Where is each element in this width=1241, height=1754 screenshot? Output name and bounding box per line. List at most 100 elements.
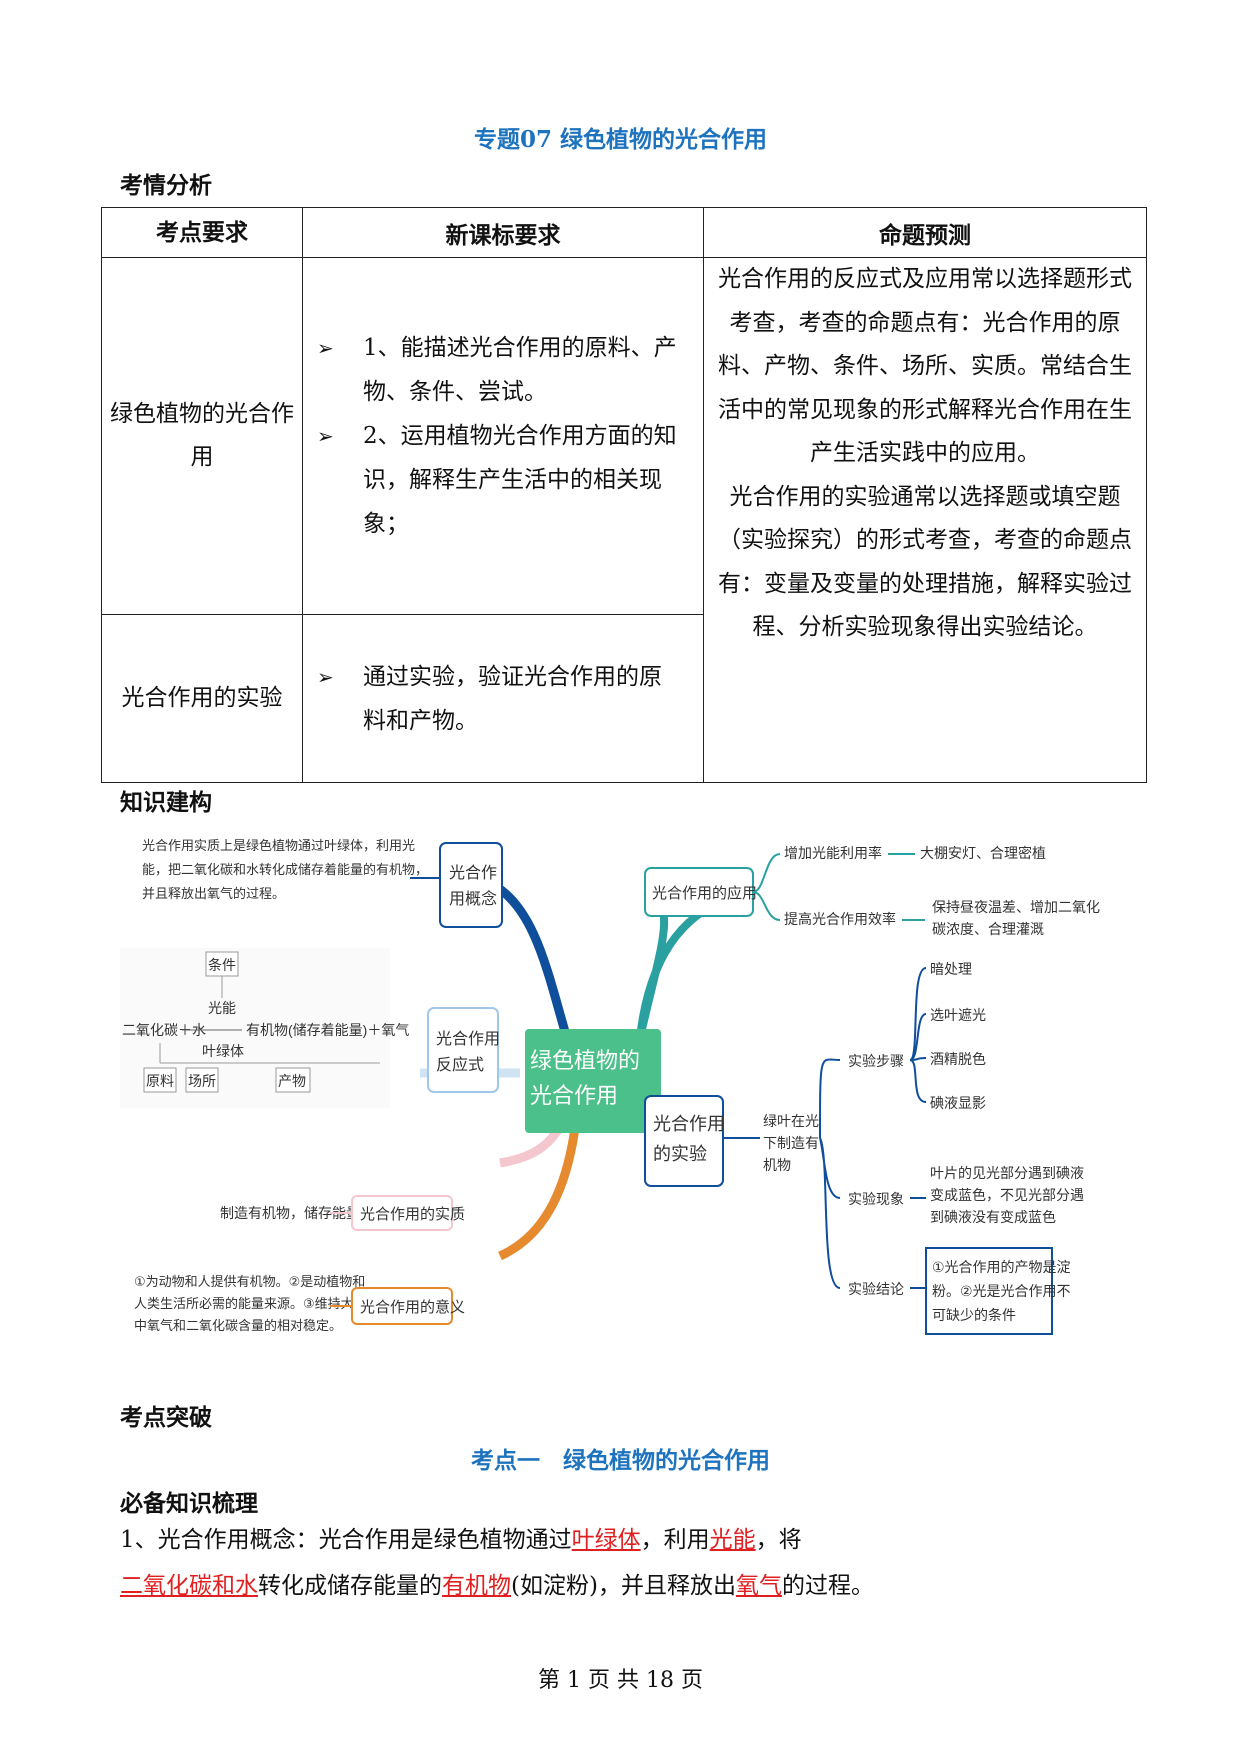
formula-box bbox=[275, 1067, 311, 1093]
step-item: 碘液显影 bbox=[930, 1095, 986, 1111]
steps-label: 实验步骤 bbox=[848, 1053, 904, 1069]
formula-chloroplast: 叶绿体 bbox=[202, 1043, 244, 1059]
formula-box bbox=[143, 1067, 177, 1093]
step-item: 酒精脱色 bbox=[930, 1051, 986, 1067]
formula-left: 二氧化碳＋水 bbox=[122, 1022, 206, 1038]
meaning-text: 人类生活所必需的能量来源。③维持大气 bbox=[134, 1296, 367, 1311]
connector bbox=[819, 1058, 841, 1289]
requirement-text: 1、能描述光合作用的原料、产物、条件、尝试。 bbox=[363, 335, 677, 405]
conclusion-box bbox=[925, 1247, 1053, 1335]
application-detail: 保持昼夜温差、增加二氧化 bbox=[932, 899, 1100, 915]
formula-box bbox=[205, 951, 239, 977]
formula-label: 光合作用 bbox=[436, 1030, 500, 1048]
requirement-text: 通过实验，验证光合作用的原料和产物。 bbox=[363, 663, 662, 734]
concept-text: 并且释放出氧气的过程。 bbox=[142, 886, 285, 901]
list-item: ➢ 2、运用植物光合作用方面的知识，解释生产生活中的相关现象； bbox=[317, 414, 683, 546]
application-detail: 碳浓度、合理灌溉 bbox=[932, 921, 1044, 937]
application-item: 提高光合作用效率 bbox=[784, 911, 896, 927]
formula-label: 反应式 bbox=[436, 1055, 484, 1074]
formula-condition: 条件 bbox=[208, 957, 236, 973]
section-heading-knowledge: 知识建构 bbox=[120, 789, 212, 816]
experiment-node bbox=[644, 1095, 724, 1187]
paragraph-text: 的过程。 bbox=[781, 1573, 874, 1599]
conclusion-label: 实验结论 bbox=[848, 1281, 904, 1297]
center-node bbox=[525, 1029, 661, 1133]
table-cell-prediction: 光合作用的反应式及应用常以选择题形式考查，考查的命题点有：光合作用的原料、产物、… bbox=[703, 257, 1147, 783]
phenomenon-text: 叶片的见光部分遇到碘液 bbox=[930, 1165, 1084, 1181]
experiment-name: 下制造有 bbox=[763, 1135, 819, 1151]
paragraph-text: ，利用 bbox=[640, 1527, 710, 1553]
key-term: 叶绿体 bbox=[571, 1527, 641, 1553]
paragraph-text: (如淀粉)，并且释放出 bbox=[511, 1573, 736, 1599]
table-header-row: 考点要求 新课标要求 命题预测 bbox=[101, 207, 1147, 258]
requirement-text: 2、运用植物光合作用方面的知识，解释生产生活中的相关现象； bbox=[363, 423, 677, 537]
paragraph-text: ，将 bbox=[755, 1527, 802, 1553]
application-item: 增加光能利用率 bbox=[784, 845, 882, 861]
center-label: 光合作用 bbox=[530, 1083, 618, 1108]
meaning-text: ①为动物和人提供有机物。②是动植物和 bbox=[134, 1274, 365, 1289]
conclusion-text: ①光合作用的产物是淀 bbox=[932, 1259, 1071, 1275]
meaning-label: 光合作用的意义 bbox=[360, 1298, 465, 1316]
analysis-table: 考点要求 新课标要求 命题预测 绿色植物的光合作用 ➢ 1、能描述光合作用的原料、… bbox=[101, 207, 1147, 783]
table-row: 光合作用的实验 ➢ 通过实验，验证光合作用的原料和产物。 bbox=[101, 614, 1147, 783]
connector bbox=[752, 853, 781, 921]
prediction-text: 光合作用的实验通常以选择题或填空题（实验探究）的形式考查，考查的命题点有：变量及… bbox=[718, 483, 1132, 641]
table-cell-requirements: ➢ 1、能描述光合作用的原料、产物、条件、尝试。 ➢ 2、运用植物光合作用方面的知识… bbox=[302, 257, 704, 615]
formula-raw: 原料 bbox=[146, 1073, 174, 1089]
subtitle: 考点一 绿色植物的光合作用 bbox=[471, 1447, 770, 1474]
key-term: 氧气 bbox=[735, 1573, 782, 1599]
application-detail: 大棚安灯、合理密植 bbox=[920, 845, 1046, 861]
section-heading-review: 必备知识梳理 bbox=[120, 1490, 258, 1517]
concept-label: 用概念 bbox=[449, 889, 497, 908]
concept-label: 光合作 bbox=[449, 864, 497, 882]
section-heading-analysis: 考情分析 bbox=[120, 172, 212, 199]
table-header: 命题预测 bbox=[703, 207, 1147, 258]
essence-node bbox=[351, 1195, 453, 1231]
table-header: 考点要求 bbox=[101, 207, 303, 258]
section-heading-breakthrough: 考点突破 bbox=[120, 1404, 212, 1431]
meaning-node bbox=[351, 1287, 453, 1325]
experiment-label: 光合作用 bbox=[653, 1114, 725, 1134]
center-label: 绿色植物的 bbox=[530, 1048, 640, 1073]
experiment-name: 机物 bbox=[763, 1157, 791, 1173]
formula-box bbox=[185, 1067, 219, 1093]
bullet-arrow-icon: ➢ bbox=[317, 664, 334, 689]
page-footer: 第 1 页 共 18 页 bbox=[538, 1668, 703, 1693]
formula-place: 场所 bbox=[188, 1073, 216, 1089]
mind-map: 绿色植物的 光合作用 光合作用实质上是绿色植物通过叶绿体，利用光 能，把二氧化碳… bbox=[120, 838, 1100, 1335]
essence-text: 制造有机物，储存能量 bbox=[220, 1205, 360, 1221]
bullet-arrow-icon: ➢ bbox=[317, 336, 334, 360]
list-item: ➢ 1、能描述光合作用的原料、产物、条件、尝试。 bbox=[317, 326, 683, 414]
step-item: 暗处理 bbox=[930, 961, 972, 977]
conclusion-text: 可缺少的条件 bbox=[932, 1307, 1016, 1323]
table-row: 绿色植物的光合作用 ➢ 1、能描述光合作用的原料、产物、条件、尝试。 ➢ 2、运用植… bbox=[101, 257, 1147, 783]
branch-meaning bbox=[498, 1127, 580, 1261]
essence-label: 光合作用的实质 bbox=[360, 1206, 465, 1223]
phenomenon-label: 实验现象 bbox=[848, 1191, 904, 1207]
paragraph-text: 1、光合作用概念：光合作用是绿色植物通过 bbox=[120, 1527, 572, 1553]
table-cell-topic: 绿色植物的光合作用 bbox=[101, 257, 303, 615]
concept-text: 能，把二氧化碳和水转化成储存着能量的有机物， bbox=[142, 862, 428, 877]
table-cell-topic: 光合作用的实验 bbox=[101, 614, 303, 783]
application-label: 光合作用的应用 bbox=[652, 884, 757, 902]
prediction-text: 光合作用的反应式及应用常以选择题形式考查，考查的命题点有：光合作用的原料、产物、… bbox=[718, 266, 1132, 466]
meaning-text: 中氧气和二氧化碳含量的相对稳定。 bbox=[134, 1318, 342, 1333]
key-term: 光能 bbox=[709, 1527, 756, 1553]
concept-paragraph: 1、光合作用概念：光合作用是绿色植物通过叶绿体，利用光能，将 二氧化碳和水转化成… bbox=[120, 1517, 1130, 1609]
experiment-label: 的实验 bbox=[653, 1144, 707, 1164]
phenomenon-text: 到碘液没有变成蓝色 bbox=[930, 1209, 1056, 1225]
page-title: 专题07 绿色植物的光合作用 bbox=[473, 126, 767, 153]
bullet-arrow-icon: ➢ bbox=[317, 424, 334, 448]
list-item: ➢ 通过实验，验证光合作用的原料和产物。 bbox=[317, 655, 683, 743]
formula-right: 有机物(储存着能量)＋氧气 bbox=[246, 1022, 409, 1038]
connector bbox=[909, 967, 927, 1103]
table-cell-requirements: ➢ 通过实验，验证光合作用的原料和产物。 bbox=[302, 614, 704, 783]
key-term: 二氧化碳和水 bbox=[120, 1573, 258, 1599]
table-header: 新课标要求 bbox=[302, 207, 704, 258]
phenomenon-text: 变成蓝色，不见光部分遇 bbox=[930, 1187, 1084, 1203]
concept-node bbox=[439, 842, 503, 928]
step-item: 选叶遮光 bbox=[930, 1007, 986, 1023]
formula-node bbox=[427, 1007, 499, 1093]
formula-product: 产物 bbox=[278, 1073, 306, 1089]
key-term: 有机物 bbox=[442, 1573, 511, 1599]
